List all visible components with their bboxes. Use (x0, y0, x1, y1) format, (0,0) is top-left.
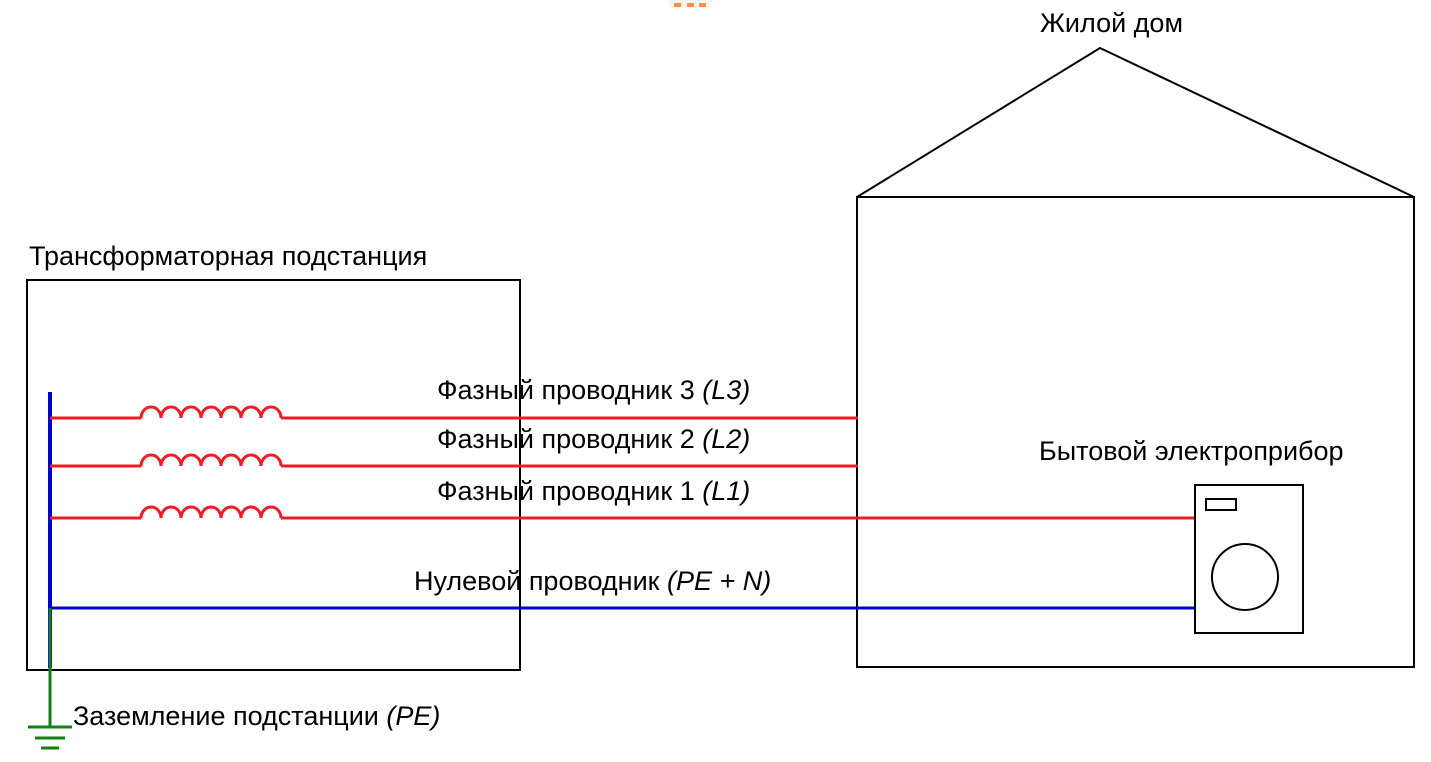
substation-title: Трансформаторная подстанция (29, 241, 428, 271)
toolbar-artifact[interactable] (668, 0, 712, 8)
conductor-l2-label-code: (L2) (702, 424, 751, 454)
conductor-l3-label: Фазный проводник 3 (L3) (437, 377, 750, 404)
appliance-control-panel-icon (1205, 498, 1237, 511)
conductor-pen-label: Нулевой проводник (PE + N) (414, 568, 771, 595)
conductor-l3-label-text: Фазный проводник 3 (437, 375, 703, 405)
appliance-washing-machine[interactable] (1194, 484, 1304, 634)
house-title: Жилой дом (1040, 8, 1184, 38)
conductor-l1 (50, 505, 1196, 520)
transformer-winding-l2 (139, 453, 283, 467)
toolbar-artifact-dash (686, 3, 694, 7)
house-roof (856, 46, 1415, 198)
conductor-l3 (50, 405, 858, 420)
toolbar-artifact-dash (699, 3, 707, 7)
transformer-winding-l3 (139, 405, 283, 419)
conductor-l2 (50, 453, 858, 468)
substation-enclosure (26, 279, 521, 671)
conductor-l3-label-code: (L3) (702, 375, 751, 405)
conductor-l1-label-text: Фазный проводник 1 (437, 476, 703, 506)
toolbar-artifact-dash (673, 3, 681, 7)
conductor-pen-label-text: Нулевой проводник (414, 566, 667, 596)
conductor-l2-label-text: Фазный проводник 2 (437, 424, 703, 454)
appliance-drum-door-icon (1211, 543, 1279, 611)
earth-label-code: (PE) (386, 701, 441, 731)
conductor-pen-label-code: (PE + N) (667, 566, 772, 596)
conductor-l2-label: Фазный проводник 2 (L2) (437, 426, 750, 453)
earth-label: Заземление подстанции (PE) (73, 703, 440, 730)
transformer-winding-l1 (139, 505, 283, 519)
earth-label-text: Заземление подстанции (73, 701, 387, 731)
house-body (856, 196, 1415, 668)
earth-connection (28, 608, 72, 750)
conductor-l1-label: Фазный проводник 1 (L1) (437, 478, 750, 505)
appliance-label: Бытовой электроприбор (1039, 436, 1344, 466)
conductor-l1-label-code: (L1) (702, 476, 751, 506)
